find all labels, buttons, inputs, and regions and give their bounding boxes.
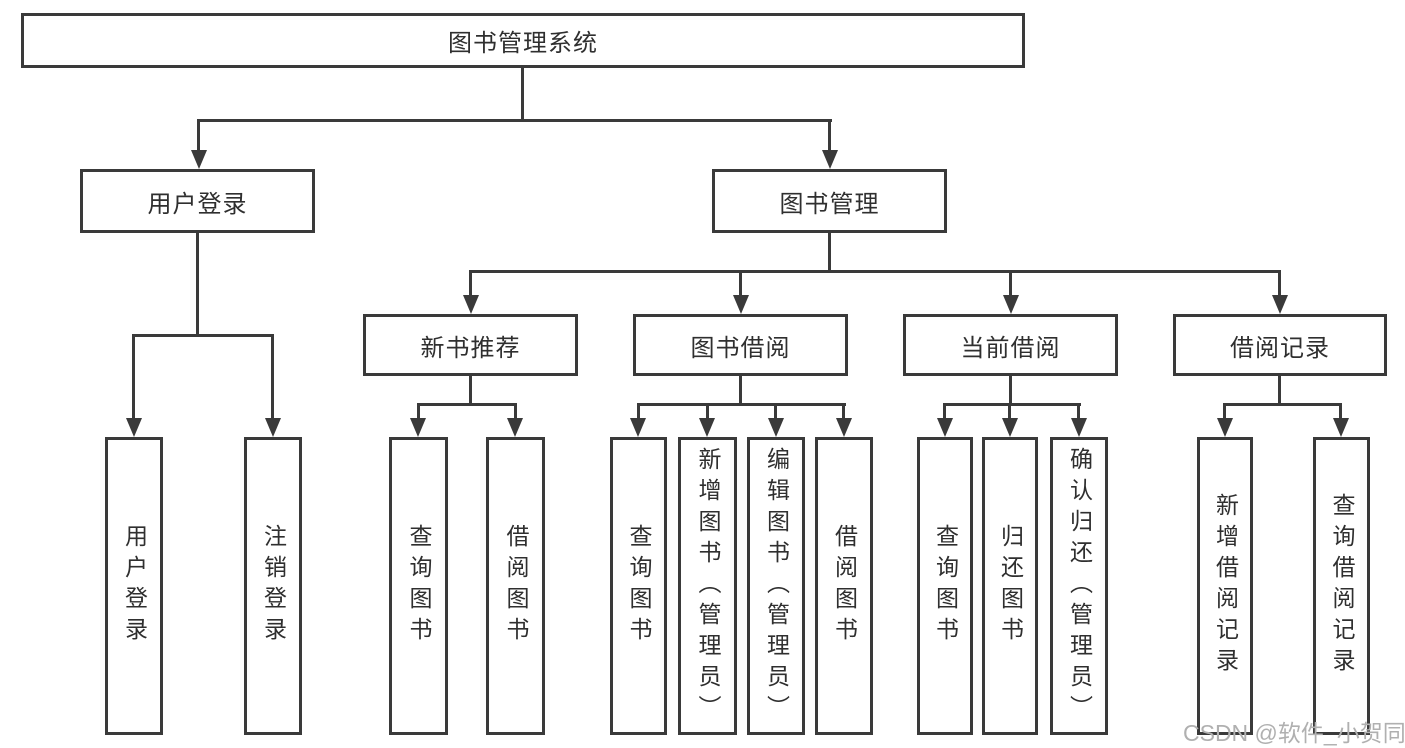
- leaf-query-books-borrow: 查询图书: [610, 437, 667, 735]
- arrowhead-book-management: [822, 150, 838, 169]
- arrowhead-query-borrow-record: [1333, 418, 1349, 437]
- leaf-borrow-books: 借阅图书: [815, 437, 873, 735]
- connector-root-drop-left: [197, 119, 200, 152]
- connector-mgmt-drop-2: [739, 270, 742, 297]
- arrowhead-new-book-recommendation: [463, 295, 479, 314]
- node-book-management: 图书管理: [712, 169, 947, 233]
- connector-root-stem: [521, 68, 524, 121]
- arrowhead-borrow-books: [836, 418, 852, 437]
- connector-current-drop-1: [943, 403, 946, 421]
- node-current-borrowing-label: 当前借阅: [960, 334, 1061, 362]
- connector-recommend-drop-1: [417, 403, 420, 421]
- connector-mgmt-rail: [469, 270, 1281, 273]
- node-current-borrowing: 当前借阅: [903, 314, 1118, 376]
- connector-borrow-drop-3: [774, 403, 777, 421]
- connector-recommend-rail: [417, 403, 517, 406]
- leaf-borrow-books-label: 借阅图书: [831, 524, 858, 648]
- connector-borrow-stem: [739, 376, 742, 406]
- connector-records-drop-1: [1223, 403, 1226, 421]
- node-borrowing-records-label: 借阅记录: [1230, 334, 1330, 362]
- node-user-login-label: 用户登录: [147, 190, 248, 218]
- connector-borrow-rail: [637, 403, 846, 406]
- connector-mgmt-drop-3: [1009, 270, 1012, 297]
- node-library-system: 图书管理系统: [21, 13, 1025, 68]
- leaf-return-books-label: 归还图书: [997, 524, 1024, 648]
- connector-login-drop-2: [271, 334, 274, 420]
- node-book-borrowing: 图书借阅: [633, 314, 848, 376]
- arrowhead-current-borrowing: [1003, 295, 1019, 314]
- node-user-login: 用户登录: [80, 169, 315, 233]
- node-book-borrowing-label: 图书借阅: [690, 334, 791, 362]
- arrowhead-query-books-borrow: [630, 418, 646, 437]
- arrowhead-return-books: [1002, 418, 1018, 437]
- leaf-add-borrow-record-label: 新增借阅记录: [1212, 493, 1239, 679]
- arrowhead-confirm-return-admin: [1071, 418, 1087, 437]
- leaf-logout: 注销登录: [244, 437, 302, 735]
- leaf-add-books-admin-label: 新增图书（管理员）: [695, 446, 721, 726]
- node-new-book-recommendation-label: 新书推荐: [420, 334, 521, 362]
- arrowhead-borrowing-records: [1272, 295, 1288, 314]
- leaf-query-books-current-label: 查询图书: [932, 524, 959, 648]
- leaf-confirm-return-admin-label: 确认归还（管理员）: [1066, 446, 1093, 726]
- connector-current-rail: [944, 403, 1081, 406]
- arrowhead-user-login: [191, 150, 207, 169]
- connector-mgmt-drop-1: [469, 270, 472, 297]
- arrowhead-add-books-admin: [699, 418, 715, 437]
- leaf-user-login-label: 用户登录: [121, 524, 148, 648]
- leaf-return-books: 归还图书: [982, 437, 1038, 735]
- connector-root-drop-right: [828, 119, 831, 152]
- connector-borrow-drop-4: [842, 403, 845, 421]
- leaf-add-books-admin: 新增图书（管理员）: [678, 437, 737, 735]
- arrowhead-borrow-books-recommend: [507, 418, 523, 437]
- connector-root-rail: [198, 119, 832, 122]
- node-library-system-label: 图书管理系统: [448, 30, 598, 57]
- connector-mgmt-drop-4: [1278, 270, 1281, 297]
- connector-records-stem: [1278, 376, 1281, 406]
- leaf-query-borrow-record: 查询借阅记录: [1313, 437, 1370, 735]
- arrowhead-leaf-logout: [265, 418, 281, 437]
- connector-records-rail: [1224, 403, 1342, 406]
- connector-borrow-drop-1: [637, 403, 640, 421]
- leaf-query-books-recommend: 查询图书: [389, 437, 448, 735]
- connector-login-rail: [132, 334, 274, 337]
- leaf-user-login: 用户登录: [105, 437, 163, 735]
- connector-login-drop-1: [132, 334, 135, 420]
- connector-current-drop-3: [1077, 403, 1080, 421]
- connector-mgmt-stem: [828, 233, 831, 273]
- connector-borrow-drop-2: [706, 403, 709, 421]
- arrowhead-query-books-current: [937, 418, 953, 437]
- node-book-management-label: 图书管理: [779, 190, 880, 218]
- leaf-query-books-borrow-label: 查询图书: [626, 524, 652, 648]
- connector-records-drop-2: [1339, 403, 1342, 421]
- node-new-book-recommendation: 新书推荐: [363, 314, 578, 376]
- connector-current-drop-2: [1008, 403, 1011, 421]
- connector-recommend-stem: [469, 376, 472, 406]
- leaf-query-books-current: 查询图书: [917, 437, 973, 735]
- leaf-edit-books-admin-label: 编辑图书（管理员）: [763, 446, 790, 726]
- arrowhead-edit-books-admin: [768, 418, 784, 437]
- connector-current-stem: [1009, 376, 1012, 406]
- node-borrowing-records: 借阅记录: [1173, 314, 1387, 376]
- leaf-logout-label: 注销登录: [260, 524, 287, 648]
- leaf-query-books-recommend-label: 查询图书: [406, 524, 432, 648]
- leaf-add-borrow-record: 新增借阅记录: [1197, 437, 1253, 735]
- leaf-edit-books-admin: 编辑图书（管理员）: [747, 437, 805, 735]
- leaf-borrow-books-recommend: 借阅图书: [486, 437, 545, 735]
- csdn-watermark: CSDN @软件_小贺同学: [1183, 720, 1405, 746]
- arrowhead-add-borrow-record: [1217, 418, 1233, 437]
- leaf-query-borrow-record-label: 查询借阅记录: [1329, 493, 1355, 679]
- arrowhead-leaf-user-login: [126, 418, 142, 437]
- connector-login-stem: [196, 233, 199, 337]
- leaf-confirm-return-admin: 确认归还（管理员）: [1050, 437, 1108, 735]
- arrowhead-book-borrowing: [733, 295, 749, 314]
- leaf-borrow-books-recommend-label: 借阅图书: [503, 524, 529, 648]
- arrowhead-query-books-recommend: [410, 418, 426, 437]
- connector-recommend-drop-2: [514, 403, 517, 421]
